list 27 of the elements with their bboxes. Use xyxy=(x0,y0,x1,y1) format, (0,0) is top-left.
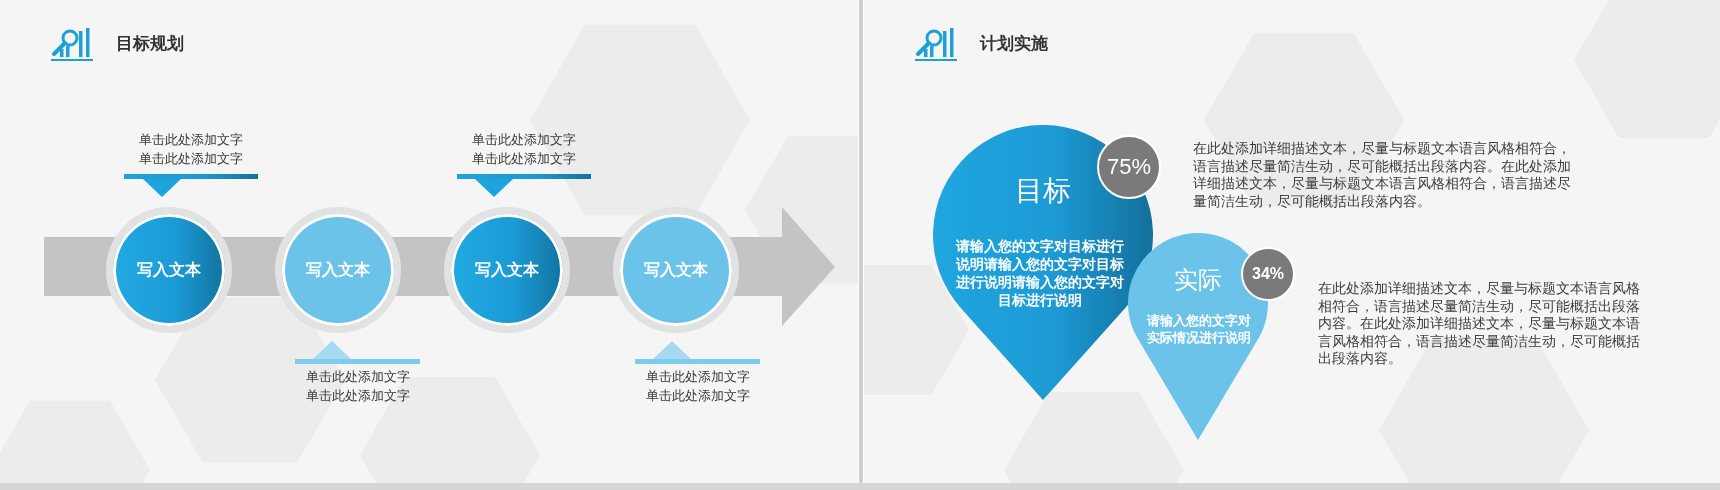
teardrop-description: 请输入您的文字对目标进行说明请输入您的文字对目标进行说明请输入您的文字对目标进行说明 xyxy=(955,237,1125,309)
description-paragraph: 在此处添加详细描述文本，尽量与标题文本语言风格相符合，语言描述尽量简洁生动，尽可能概括出段落内容。在此处添加详细描述文本，尽量与标题文本语言风格相符合，语言描述尽量简洁生动，尽可能概括出段落内容。 xyxy=(1193,140,1572,210)
circle-label: 写入文本 xyxy=(475,260,539,280)
callout xyxy=(124,130,258,195)
callout-text: 单击此处添加文字 xyxy=(472,150,576,168)
teardrop-title: 实际 xyxy=(1174,266,1222,294)
slide-title: 目标规划 xyxy=(116,34,184,54)
circle-label: 写入文本 xyxy=(644,260,708,280)
slide-panel xyxy=(864,0,1720,483)
percentage-value: 75% xyxy=(1106,155,1151,179)
callout-text: 单击此处添加文字 xyxy=(139,150,243,168)
callout-text: 单击此处添加文字 xyxy=(305,368,410,386)
slide-title: 计划实施 xyxy=(980,34,1048,54)
teardrop-description: 请输入您的文字对实际情况进行说明 xyxy=(1145,312,1252,346)
description-paragraph: 在此处添加详细描述文本，尽量与标题文本语言风格相符合，语言描述尽量简洁生动，尽可能概括出段落内容。在此处添加详细描述文本，尽量与标题文本语言风格相符合，语言描述尽量简洁生动，尽可能概括出段落内容。 xyxy=(1318,280,1641,368)
percentage-circle xyxy=(1241,247,1295,301)
callout-text: 单击此处添加文字 xyxy=(305,387,410,405)
callout-text: 单击此处添加文字 xyxy=(139,131,243,149)
callout-text: 单击此处添加文字 xyxy=(645,368,750,386)
circle-label: 写入文本 xyxy=(306,260,370,280)
teardrop-title: 目标 xyxy=(1015,175,1071,207)
callout-text: 单击此处添加文字 xyxy=(472,131,576,149)
callout-text: 单击此处添加文字 xyxy=(645,387,750,405)
circle-label: 写入文本 xyxy=(137,260,201,280)
callout xyxy=(457,130,591,195)
percentage-value: 34% xyxy=(1252,265,1284,283)
slide-panel xyxy=(0,0,858,483)
